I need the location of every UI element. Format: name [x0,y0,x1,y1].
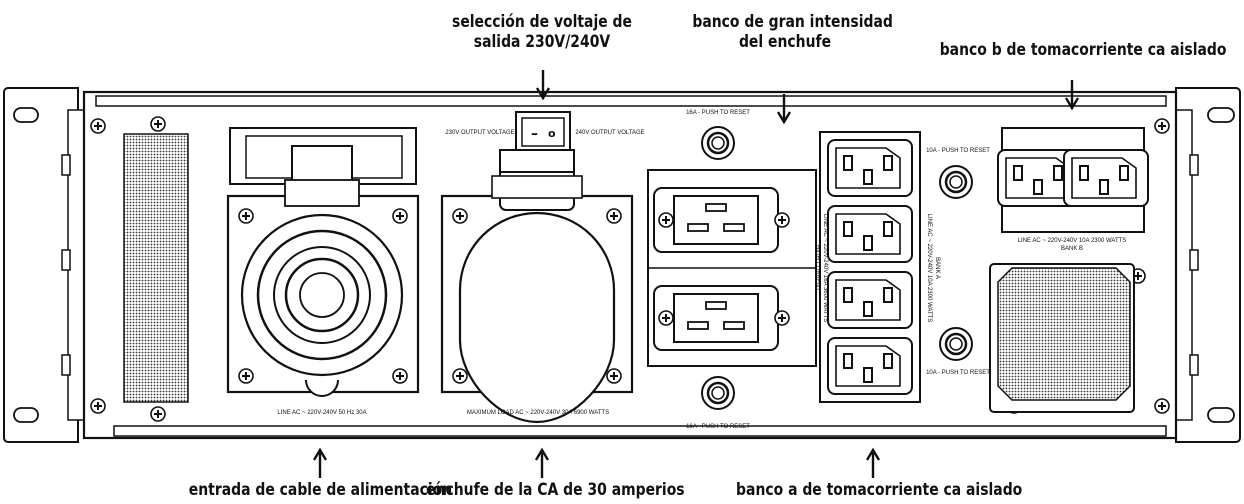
label-input-rating: LINE AC ~ 220V-240V 50 Hz 30A [277,410,366,416]
callout-isolated-bank-b: banco b de tomacorriente ca aislado [939,40,1227,60]
label-high-current-rating: LINE AC ~ 220V-240V 16A 3600 WATTS [822,214,828,323]
switch-off-mark: – [531,126,538,142]
label-high-current-name: HIGH CURRENT [814,245,820,291]
label-10a-reset-bottom: 10A - PUSH TO RESET [926,370,990,376]
label-240v-output: 240V OUTPUT VOLTAGE [575,130,644,136]
label-16a-reset-top: 16A - PUSH TO RESET [686,110,750,116]
callout-voltage-line-2: salida 230V/240V [473,32,611,52]
callout-power-cable-input: entrada de cable de alimentación [188,480,453,500]
label-bank-a-name: BANK A [934,257,940,279]
label-bank-b-rating: LINE AC ~ 220V-240V 10A 2300 WATTS [1018,238,1127,244]
callout-voltage-line-1: selección de voltaje de [452,12,632,32]
label-230v-output: 230V OUTPUT VOLTAGE [445,130,514,136]
label-bank-b-name: BANK B [1061,246,1083,252]
label-max-load: MAXIMUM LOAD AC ~ 220V-240V 30A 6900 WAT… [467,410,609,416]
callout-isolated-bank-a: banco a de tomacorriente ca aislado [736,480,1023,500]
callout-30a-outlet: enchufe de la CA de 30 amperios [426,480,685,500]
label-10a-reset-top: 10A - PUSH TO RESET [926,148,990,154]
label-bank-a-rating: LINE AC ~ 220V-240V 10A 2300 WATTS [926,214,932,323]
callout-high-current-bank: banco de gran intensidad del enchufe [692,12,893,52]
callout-high-current-line-1: banco de gran intensidad [692,12,893,32]
switch-on-mark: o [548,127,556,140]
callout-voltage-selection: selección de voltaje de salida 230V/240V [452,12,632,52]
label-16a-reset-bottom: 16A - PUSH TO RESET [686,424,750,430]
callout-high-current-line-2: del enchufe [738,32,832,52]
